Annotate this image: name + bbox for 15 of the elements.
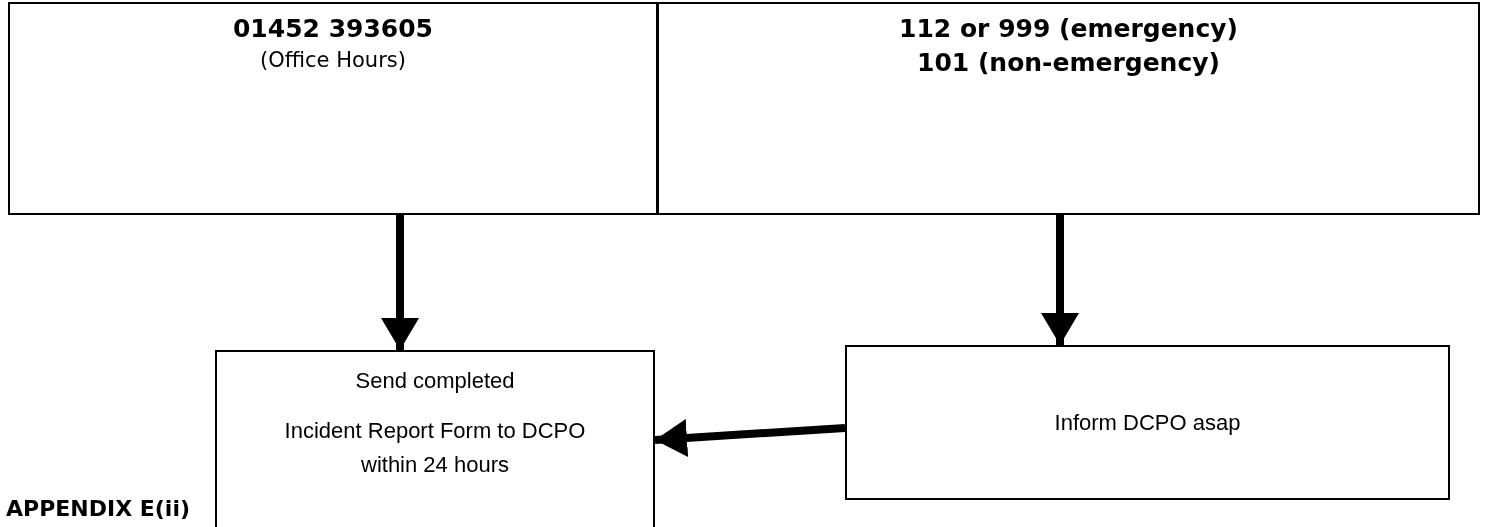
note: 101 (non-emergency) bbox=[917, 47, 1220, 79]
box-text: Send completed bbox=[354, 367, 516, 395]
box-text: Incident Report Form to DCPO within 24 hours bbox=[283, 417, 587, 479]
note: (Office Hours) bbox=[260, 47, 406, 74]
phone-number: 01452 393605 bbox=[232, 13, 434, 45]
arrow bbox=[654, 419, 846, 457]
process-box bbox=[215, 350, 655, 527]
box-text: Inform DCPO asap bbox=[1053, 408, 1242, 437]
process-box bbox=[845, 345, 1450, 500]
phone-number: 112 or 999 (emergency) bbox=[899, 13, 1238, 45]
arrow bbox=[381, 215, 419, 350]
arrow bbox=[1041, 215, 1079, 345]
process-box bbox=[8, 2, 658, 215]
process-box bbox=[657, 2, 1480, 215]
appendix-heading: APPENDIX E(ii) bbox=[6, 495, 190, 523]
